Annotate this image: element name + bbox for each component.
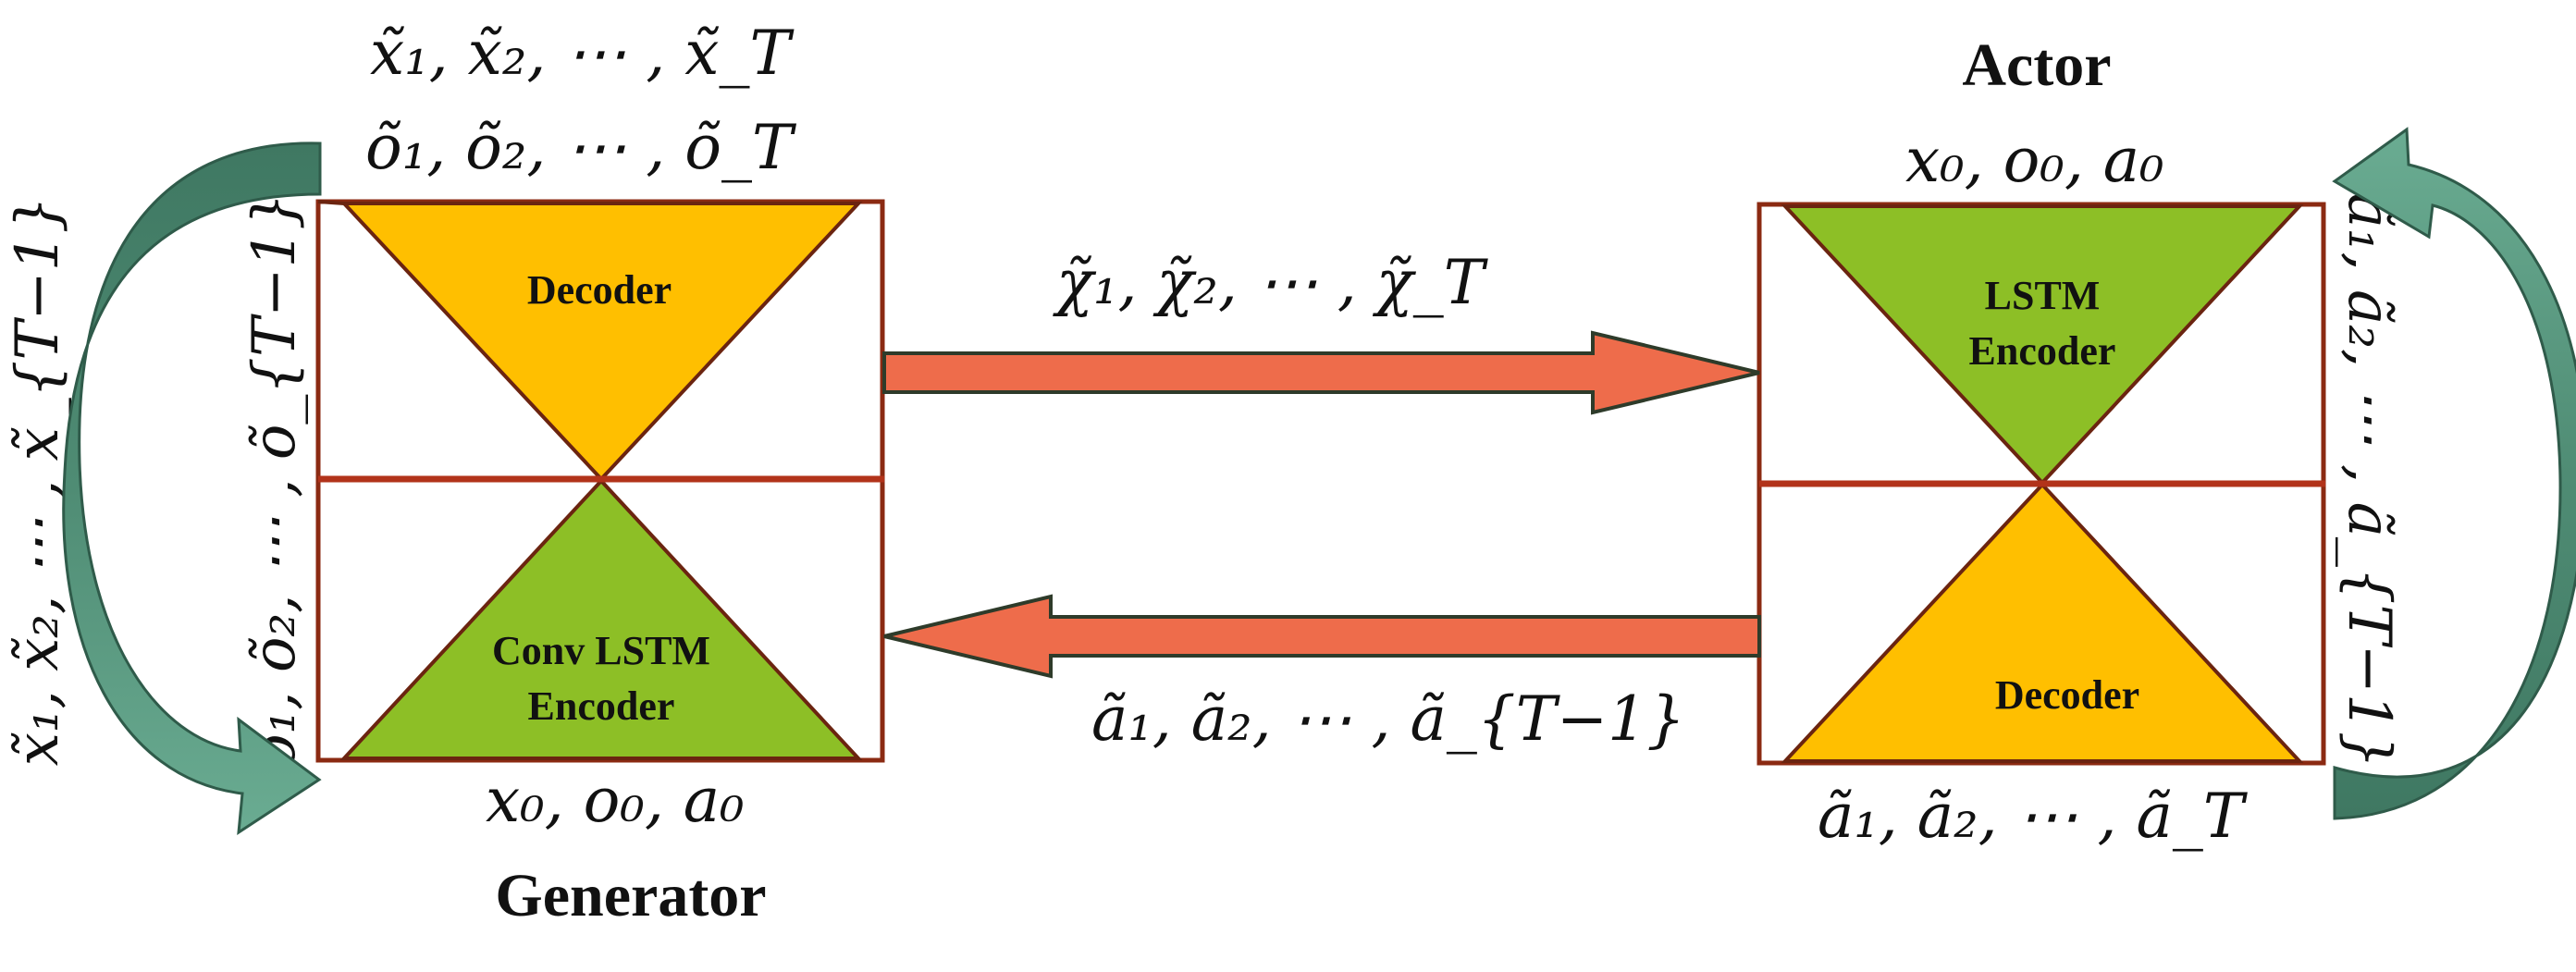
generator-feedback-arrow — [62, 141, 322, 835]
actor-top-label: x₀, o₀, a₀ — [1905, 125, 2164, 196]
generator-encoder-label-line2: Encoder — [528, 683, 675, 729]
generator-top-label-x: x̃₁, x̃₂, ⋯ , x̃_T — [370, 18, 795, 89]
actor-bottom-label: ã₁, ã₂, ⋯ , ã_T — [1818, 781, 2249, 852]
actor-encoder-triangle — [1781, 204, 2304, 486]
actor-encoder-label-line2: Encoder — [1969, 328, 2116, 374]
generator-left-label-x: x̃₁, x̃₂, ⋯ , x̃_{T−1} — [4, 196, 72, 766]
generator-block: Decoder Conv LSTM Encoder — [315, 199, 885, 763]
actor-title: Actor — [1962, 31, 2111, 99]
generator-title: Generator — [495, 862, 766, 929]
generator-left-label-o: õ₁, õ₂, ⋯ , õ_{T−1} — [240, 192, 309, 769]
actor-decoder-label: Decoder — [1995, 672, 2139, 718]
actor-block: LSTM Encoder Decoder — [1756, 202, 2326, 766]
actor-right-label: ã₁, ã₂, ⋯ , ã_{T−1} — [2335, 193, 2403, 769]
generator-encoder-label-line1: Conv LSTM — [492, 628, 710, 673]
generator-bottom-label: x₀, o₀, a₀ — [486, 765, 745, 836]
backward-arrow-label: ã₁, ã₂, ⋯ , ã_{T−1} — [1091, 683, 1685, 755]
actor-feedback-arrow — [2332, 127, 2576, 820]
forward-arrow-label: χ̃₁, χ̃₂, ⋯ , χ̃_T — [1053, 247, 1489, 318]
forward-arrow — [882, 330, 1760, 415]
actor-decoder-triangle — [1781, 482, 2304, 763]
generator-decoder-label: Decoder — [527, 267, 672, 313]
backward-arrow — [883, 594, 1761, 679]
generator-top-label-o: õ₁, õ₂, ⋯ , õ_T — [365, 112, 797, 183]
actor-encoder-label-line1: LSTM — [1985, 273, 2101, 318]
generator-decoder-triangle — [339, 202, 863, 482]
generator-encoder-triangle — [339, 478, 863, 760]
